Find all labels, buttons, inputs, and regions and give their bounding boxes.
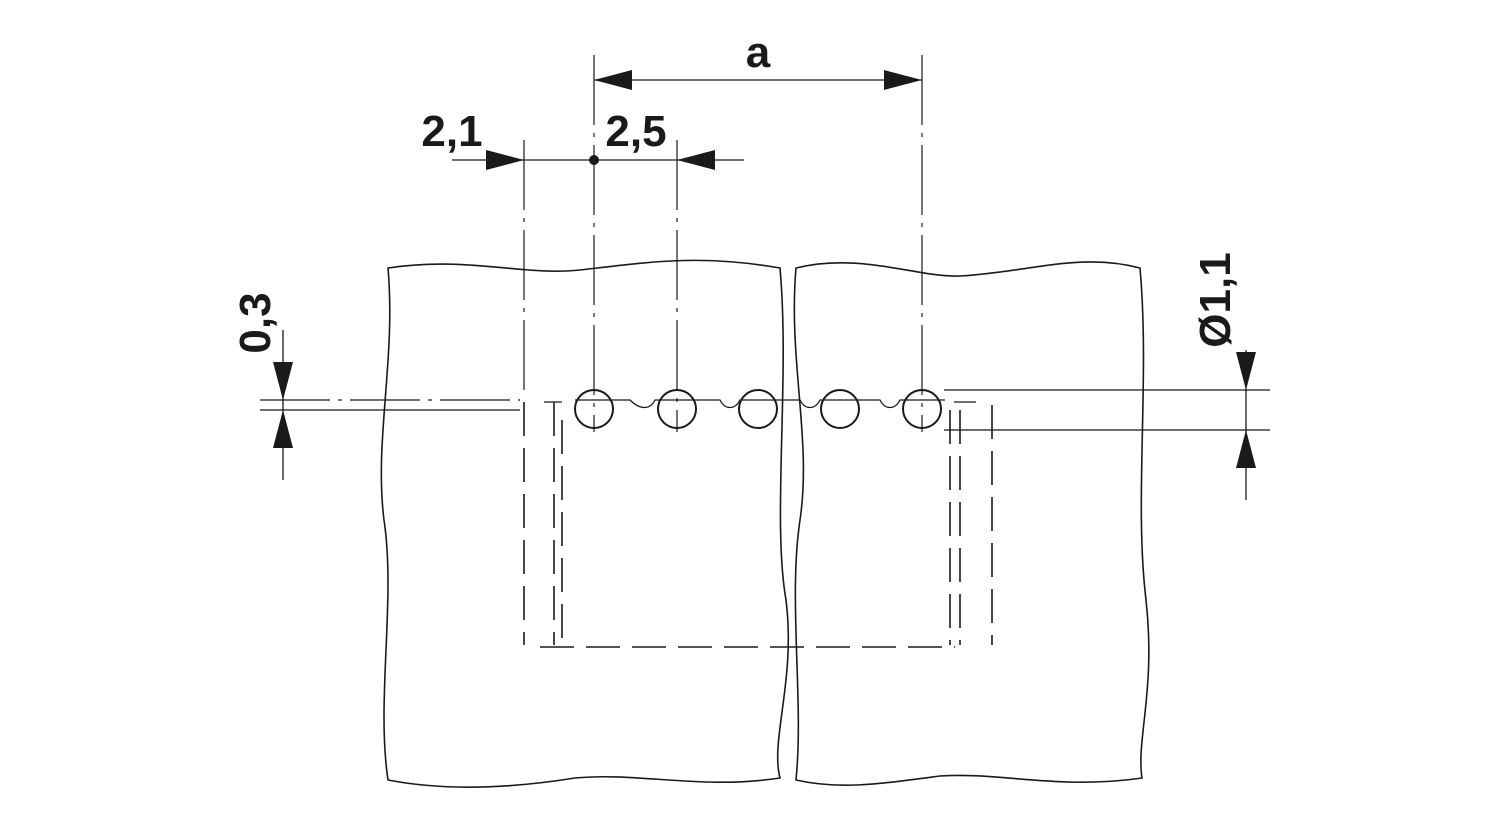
dimension-thickness-label: 0,3 — [231, 292, 280, 353]
board-surface-lines — [260, 389, 1270, 431]
left-board-outline — [380, 259, 790, 789]
dimension-pitch — [594, 70, 922, 90]
dimension-offsets — [452, 150, 744, 170]
connector-footprint-hidden — [523, 401, 993, 648]
dimension-hole-diameter — [1236, 350, 1256, 500]
hole-4 — [820, 389, 860, 429]
dimension-pin-spacing-label: 2,5 — [605, 107, 666, 156]
hole-3 — [738, 389, 778, 429]
dimension-thickness — [273, 330, 293, 480]
dimension-pitch-label: a — [746, 28, 771, 77]
right-board-outline — [793, 261, 1150, 787]
drill-holes — [574, 389, 942, 429]
dimension-edge-offset-label: 2,1 — [421, 107, 482, 156]
hole-centerlines — [523, 55, 923, 432]
dimension-hole-diameter-label: Ø1,1 — [1191, 252, 1240, 347]
